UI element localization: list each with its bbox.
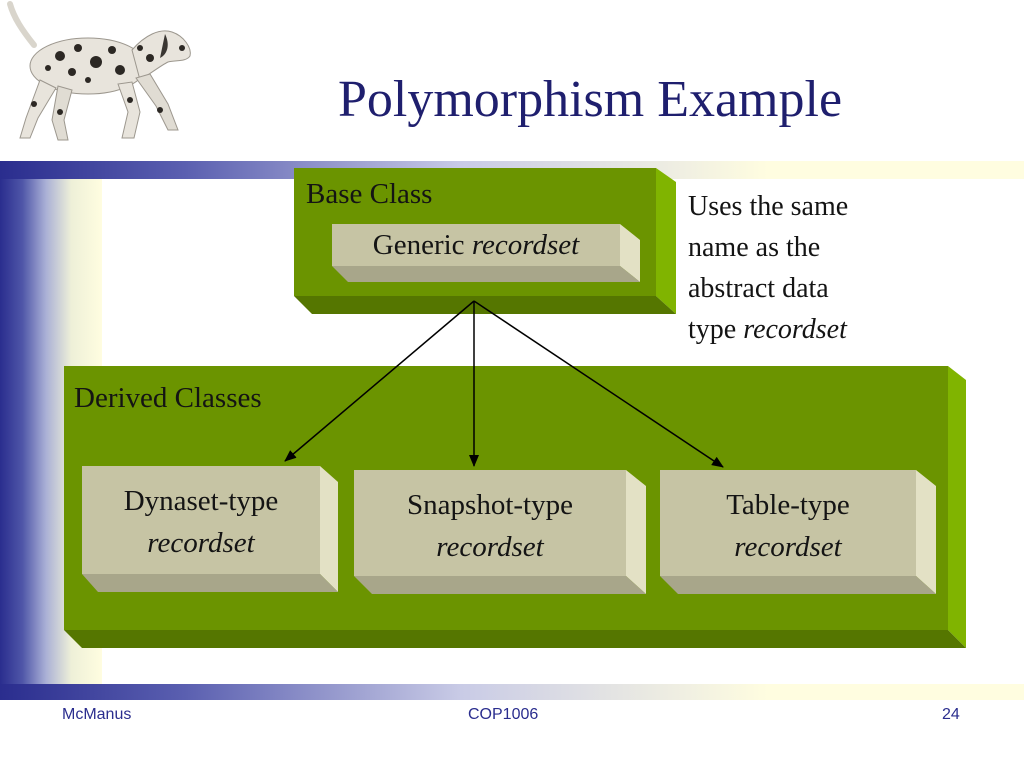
generic-recordset-label: Generic recordset: [332, 224, 620, 266]
base-class-label: Base Class: [306, 178, 433, 210]
note-text: Uses the same name as the abstract data …: [688, 186, 908, 350]
footer-page-number: 24: [942, 706, 960, 723]
note-line: abstract data: [688, 273, 829, 304]
base-class-bottom-edge: [294, 296, 676, 314]
note-line-last: type recordset: [688, 309, 908, 350]
generic-recordset-edges: [332, 224, 640, 282]
dynaset-box-edges: [82, 466, 338, 592]
note-line: Uses the same: [688, 191, 849, 222]
derived-classes-right-edge: [948, 366, 966, 648]
snapshot-line1: Snapshot-type: [407, 489, 573, 521]
arrow-to-table: [473, 300, 724, 468]
slide-title: Polymorphism Example: [337, 71, 843, 128]
table-label: Table-type recordset: [660, 484, 916, 568]
generic-label-prefix: Generic: [372, 229, 465, 261]
table-line1: Table-type: [726, 489, 850, 521]
snapshot-box: [354, 470, 626, 576]
dynaset-line1: Dynaset-type: [123, 485, 279, 517]
snapshot-box-edges: [354, 470, 646, 594]
arrow-to-dynaset: [284, 300, 475, 462]
snapshot-line2: recordset: [436, 531, 544, 563]
dynaset-line2: recordset: [147, 527, 255, 559]
dalmatian-logo-icon: [7, 1, 191, 141]
base-class-right-edge: [656, 168, 676, 314]
table-line2: recordset: [734, 531, 842, 563]
note-line: name as the: [688, 232, 821, 263]
derived-classes-label: Derived Classes: [74, 382, 262, 414]
bottom-decorative-band: [0, 684, 1024, 700]
generic-label-italic: recordset: [471, 229, 580, 261]
note-last-italic: recordset: [743, 314, 847, 345]
footer-course: COP1006: [468, 706, 539, 723]
dynaset-box: [82, 466, 320, 574]
footer-author: McManus: [62, 706, 132, 723]
note-last-prefix: type: [688, 314, 737, 345]
generic-recordset-box: [332, 224, 620, 266]
snapshot-label: Snapshot-type recordset: [354, 484, 626, 568]
derived-classes-bottom-edge: [64, 630, 966, 648]
table-box-edges: [660, 470, 936, 594]
table-box: [660, 470, 916, 576]
dynaset-label: Dynaset-type recordset: [82, 480, 320, 564]
